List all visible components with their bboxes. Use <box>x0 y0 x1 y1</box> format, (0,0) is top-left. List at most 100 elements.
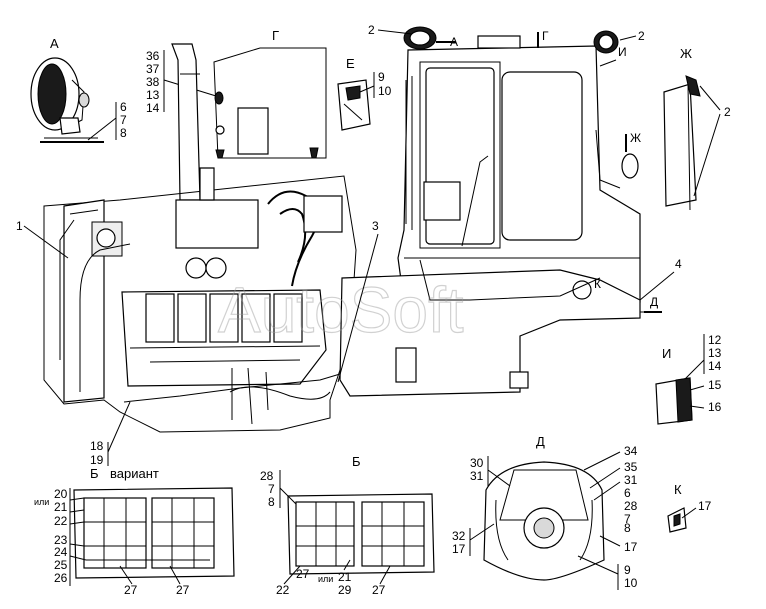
view-arrows: А Г И Ж К Д <box>436 29 662 313</box>
view-k: К 17 <box>667 482 712 533</box>
callout-2-top: 2 <box>368 23 375 37</box>
steering-column <box>461 155 489 247</box>
view-b: Б 28 7 8 22 27 или 21 29 27 <box>260 454 435 597</box>
control-panel <box>423 181 461 221</box>
view-b-variant: Б вариант или 20 21 22 23 24 25 26 27 27 <box>34 466 235 597</box>
view-zh: Ж 2 <box>663 46 731 211</box>
panel-socket <box>215 125 225 135</box>
callout-bv-ili: или <box>34 497 49 507</box>
view-zh-panel <box>663 83 697 207</box>
view-label-variant-word: вариант <box>110 466 159 481</box>
view-label-zh: Ж <box>680 46 692 61</box>
arrow-label-zh: Ж <box>630 131 641 145</box>
battery-2 <box>151 497 215 569</box>
gauge <box>96 228 116 248</box>
view-label-k: К <box>674 482 682 497</box>
cab-door <box>419 61 501 249</box>
callout-38: 38 <box>146 75 160 89</box>
callout-b7: 7 <box>268 482 275 496</box>
air-filter <box>175 199 259 249</box>
battery-1 <box>83 497 147 569</box>
panel-lamp <box>214 91 224 105</box>
cab <box>339 26 662 397</box>
arrow-label-a: А <box>450 35 458 49</box>
callout-1: 1 <box>16 219 23 233</box>
battery-b-2 <box>361 501 425 567</box>
callout-b29: 29 <box>338 583 352 597</box>
callout-d7: 7 <box>624 512 631 526</box>
callout-b27b: 27 <box>372 583 386 597</box>
callout-bv21: 21 <box>54 500 68 514</box>
view-label-e: Е <box>346 56 355 71</box>
callout-bv27a: 27 <box>124 583 138 597</box>
callout-37: 37 <box>146 62 160 76</box>
callout-d17a: 17 <box>452 542 466 556</box>
fuel-filter-1 <box>185 257 207 279</box>
callout-d8: 8 <box>624 521 631 535</box>
callout-d28: 28 <box>624 499 638 513</box>
callout-36: 36 <box>146 49 160 63</box>
callout-bv27b: 27 <box>176 583 190 597</box>
callout-7: 7 <box>120 113 127 127</box>
exhaust-pipe <box>171 43 201 201</box>
callout-i16: 16 <box>708 400 722 414</box>
callout-d30: 30 <box>470 456 484 470</box>
arrow-label-i: И <box>618 45 627 59</box>
panel-box <box>237 107 269 155</box>
view-g-panel: Г 36 37 38 13 14 <box>146 28 327 159</box>
panel-outline <box>213 47 327 159</box>
roof-beacon <box>477 35 521 49</box>
callout-b21: 21 <box>338 570 352 584</box>
callout-d35: 35 <box>624 460 638 474</box>
callout-i12: 12 <box>708 333 722 347</box>
callout-19: 19 <box>90 453 104 467</box>
callout-14: 14 <box>146 101 160 115</box>
callout-e10: 10 <box>378 84 392 98</box>
side-window <box>501 71 583 241</box>
callout-bv24: 24 <box>54 545 68 559</box>
callout-d34: 34 <box>624 444 638 458</box>
mirror-lamp <box>621 153 639 179</box>
callout-i14: 14 <box>708 359 722 373</box>
arrow-label-g: Г <box>542 29 549 43</box>
callout-b22: 22 <box>276 583 290 597</box>
callout-bv20: 20 <box>54 487 68 501</box>
engine-compartment <box>43 167 411 433</box>
callout-3: 3 <box>372 219 379 233</box>
callout-d9: 9 <box>624 563 631 577</box>
callout-2-right: 2 <box>638 29 645 43</box>
callout-18: 18 <box>90 439 104 453</box>
view-e: Е 9 10 <box>337 56 392 131</box>
callout-13: 13 <box>146 88 160 102</box>
callout-d17b: 17 <box>624 540 638 554</box>
callout-bv22: 22 <box>54 514 68 528</box>
callout-2-zh: 2 <box>724 105 731 119</box>
callout-b27a: 27 <box>296 567 310 581</box>
fuel-filter-2 <box>205 257 227 279</box>
headlamp-mount <box>78 92 90 108</box>
leader-a <box>87 117 117 141</box>
callout-d31b: 31 <box>624 473 638 487</box>
callout-b-ili: или <box>318 574 333 584</box>
callout-k17: 17 <box>698 499 712 513</box>
callout-e9: 9 <box>378 70 385 84</box>
view-a-headlamp: А 6 7 8 <box>30 36 127 143</box>
callout-4: 4 <box>675 257 682 271</box>
view-label-i: И <box>662 346 671 361</box>
main-callouts: 1 3 4 2 2 18 19 <box>16 23 682 467</box>
arrow-label-d: Д <box>650 295 658 309</box>
callout-i15: 15 <box>708 378 722 392</box>
callout-8: 8 <box>120 126 127 140</box>
callout-i13: 13 <box>708 346 722 360</box>
cab-harness <box>419 259 601 301</box>
callout-d6: 6 <box>624 486 631 500</box>
view-e-part <box>337 79 371 131</box>
hood-outline <box>43 175 357 433</box>
callout-bv26: 26 <box>54 571 68 585</box>
view-d: Д 30 31 34 35 31 6 28 7 8 17 32 17 9 10 <box>452 434 638 590</box>
view-label-b: Б <box>352 454 361 469</box>
callout-b28: 28 <box>260 469 274 483</box>
arrow-label-k: К <box>594 277 601 291</box>
